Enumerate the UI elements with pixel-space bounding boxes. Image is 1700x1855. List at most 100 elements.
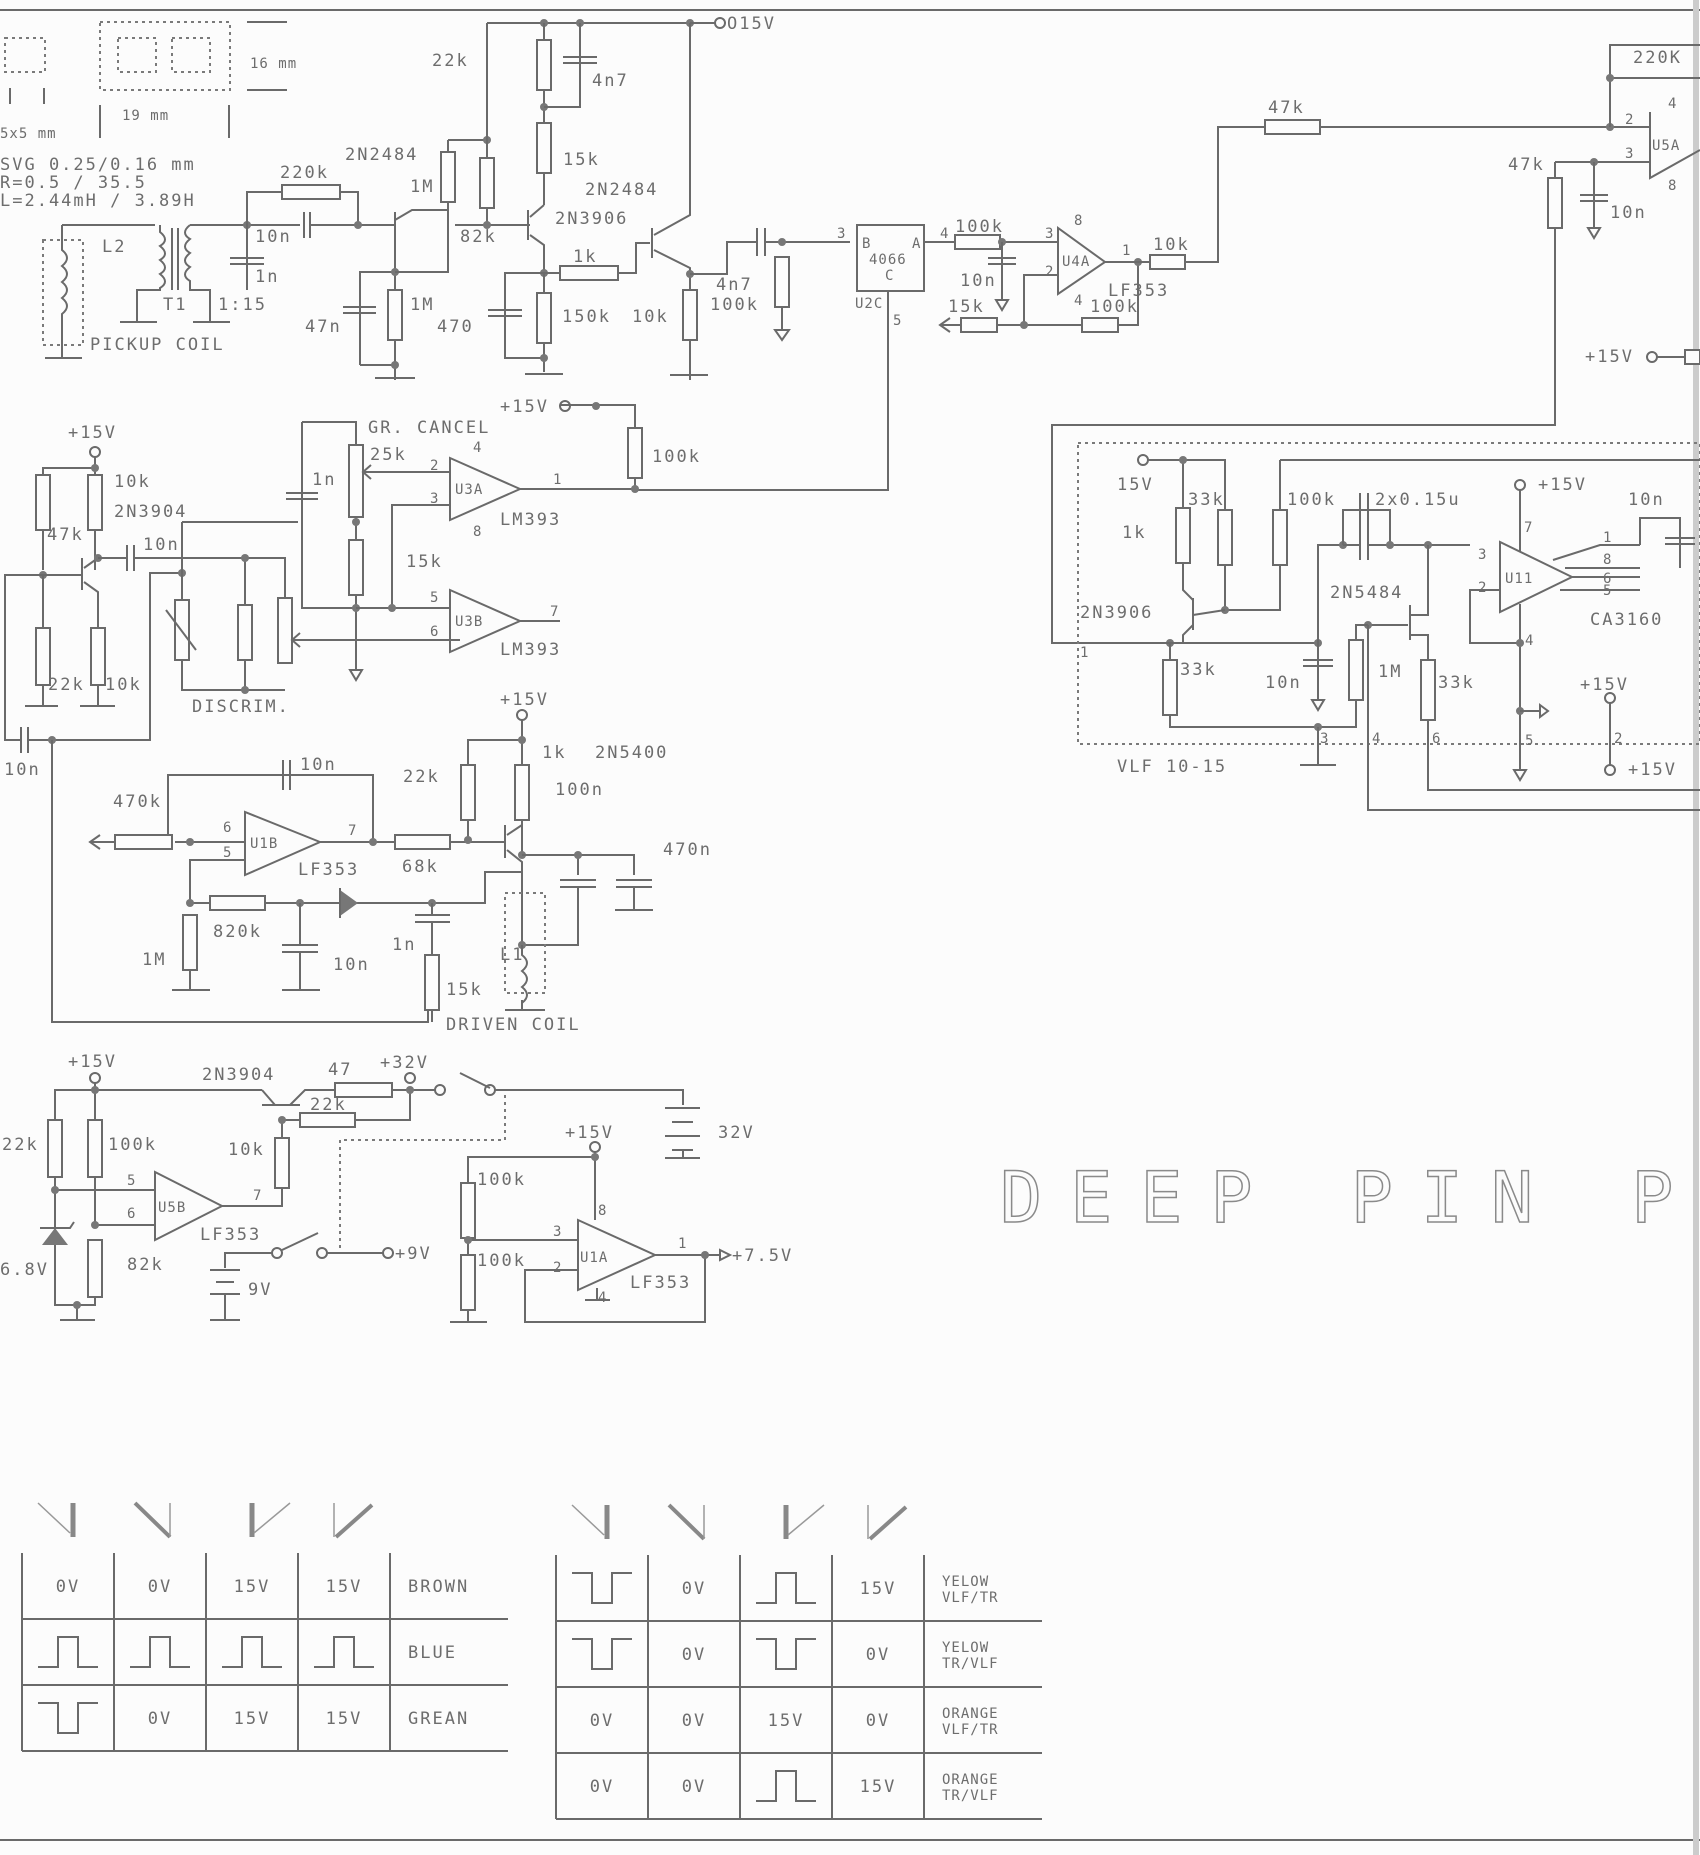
u3b-part: LM393	[500, 640, 561, 660]
left-table-cell: 0V	[148, 1709, 172, 1729]
driver-r-1k: 1k	[542, 743, 566, 763]
q1-label: 2N2484	[345, 145, 418, 165]
u5a-stage: 47k 220K U5A 2 3 4 8 47k 10n +15V	[1051, 44, 1700, 644]
left-table-cell: 15V	[326, 1709, 363, 1729]
r-82k-label: 82k	[460, 227, 497, 247]
junction	[354, 221, 362, 229]
driver-r-15k: 15k	[446, 980, 483, 1000]
right-table-wire-label: YELOW	[942, 1640, 989, 1656]
filter-ref: U4A	[1062, 254, 1090, 270]
u11-pin4: 4	[1525, 633, 1534, 649]
driver-coil: L1	[500, 945, 524, 965]
rail-label: O15V	[727, 14, 776, 34]
junction	[591, 1153, 599, 1161]
negative-pulse-icon	[38, 1702, 98, 1734]
driver-ref: U1B	[250, 836, 278, 852]
u11-pin6: 6	[1603, 571, 1612, 587]
pulse-icon	[756, 1572, 816, 1604]
resistor-100k-pullup	[627, 427, 643, 479]
discrim-supply2: +15V	[500, 397, 549, 417]
ref-arrow	[938, 317, 961, 333]
junction	[391, 361, 399, 369]
wire	[395, 210, 449, 273]
resistance-spec: R=0.5 / 35.5	[0, 173, 147, 193]
filter-r-out: 10k	[1153, 235, 1190, 255]
supply-terminal	[404, 1072, 416, 1084]
vlf-module-outline	[1077, 442, 1700, 745]
filter-pin4: 4	[1074, 293, 1083, 309]
vlf-pin6: 6	[1432, 731, 1441, 747]
vlf-pin4: 4	[1372, 731, 1381, 747]
resistor-15k	[424, 954, 440, 1011]
u11-pin7: 7	[1524, 520, 1533, 536]
vlf-label: VLF 10-15	[1117, 757, 1227, 777]
right-table-cell: 15V	[860, 1777, 897, 1797]
resistor-100k	[87, 1119, 103, 1178]
u1a-pin4: 4	[598, 1290, 607, 1306]
resistor-1k	[559, 265, 619, 281]
resistor-470k	[114, 834, 173, 850]
switch-lever	[459, 1072, 491, 1089]
right-table-cell: 0V	[866, 1645, 890, 1665]
vlf-q-pnp: 2N3906	[1080, 603, 1153, 623]
right-table-cell: 0V	[682, 1777, 706, 1797]
vlf-c-10n-b: 10n	[1628, 490, 1665, 510]
u5a-pin4: 4	[1668, 96, 1677, 112]
resistor-33k-a	[1217, 509, 1233, 566]
selector-icon	[667, 1503, 706, 1541]
diode	[340, 890, 358, 916]
resistor-100k-fb	[1081, 317, 1119, 333]
negative-pulse-icon	[572, 1572, 632, 1604]
switch-contact	[484, 1084, 496, 1096]
pickup-coil-shield	[42, 239, 84, 346]
resistor-22k	[35, 627, 51, 686]
junction	[388, 604, 396, 612]
power-bat32: 32V	[718, 1123, 755, 1143]
ground-symbol	[615, 887, 653, 911]
transformer-label: T1	[163, 295, 187, 315]
wire	[544, 23, 581, 108]
r-1k-label: 1k	[573, 247, 597, 267]
discrim-r-15k: 15k	[406, 552, 443, 572]
switch-c: C	[885, 268, 894, 284]
wire	[520, 404, 636, 490]
driver-r-68k: 68k	[402, 857, 439, 877]
vlf-pin1: 1	[1080, 645, 1089, 661]
selector-icon	[868, 1505, 908, 1541]
resistor-1m	[1348, 639, 1364, 701]
driver-c-10n: 10n	[300, 755, 337, 775]
driver-q: 2N5400	[595, 743, 668, 763]
c-10n-label: 10n	[255, 227, 292, 247]
q-leads	[43, 557, 99, 628]
resistor-68k	[394, 834, 451, 850]
resistor-82k	[479, 157, 495, 209]
u5a-r-47k-a: 47k	[1268, 98, 1305, 118]
u5b-pin5: 5	[127, 1173, 136, 1189]
wire	[54, 1083, 262, 1120]
r-100k-label: 100k	[710, 295, 759, 315]
r-220k-label: 220k	[280, 163, 329, 183]
pulse-icon	[38, 1636, 98, 1668]
switch-4066-body	[856, 224, 925, 292]
driver-supply: +15V	[500, 690, 549, 710]
u3a-pin3: 3	[430, 491, 439, 507]
vlf-pin2: 2	[1614, 731, 1623, 747]
switch-contact	[271, 1247, 283, 1259]
resistor-47k-a	[1264, 119, 1321, 135]
u3a-pin4: 4	[473, 440, 482, 456]
resistor-10k	[274, 1137, 290, 1189]
switch-pin-in: 3	[837, 226, 846, 242]
ground-triangle	[773, 307, 791, 342]
supply-terminal	[516, 709, 528, 721]
resistor-10k-out	[1149, 254, 1186, 270]
junction	[186, 838, 194, 846]
filter-stage: 100k 10n U4A LF353 3 2 8 4 1 15k 100k 10…	[924, 126, 1265, 333]
selector-icon	[571, 1504, 605, 1536]
junction	[51, 1186, 59, 1194]
package-height: 16 mm	[250, 56, 297, 72]
supply-terminal	[1137, 454, 1149, 466]
wire	[42, 575, 99, 705]
filter-pin8: 8	[1074, 213, 1083, 229]
u5a-supply: +15V	[1585, 347, 1634, 367]
filter-c-10n: 10n	[960, 271, 997, 291]
